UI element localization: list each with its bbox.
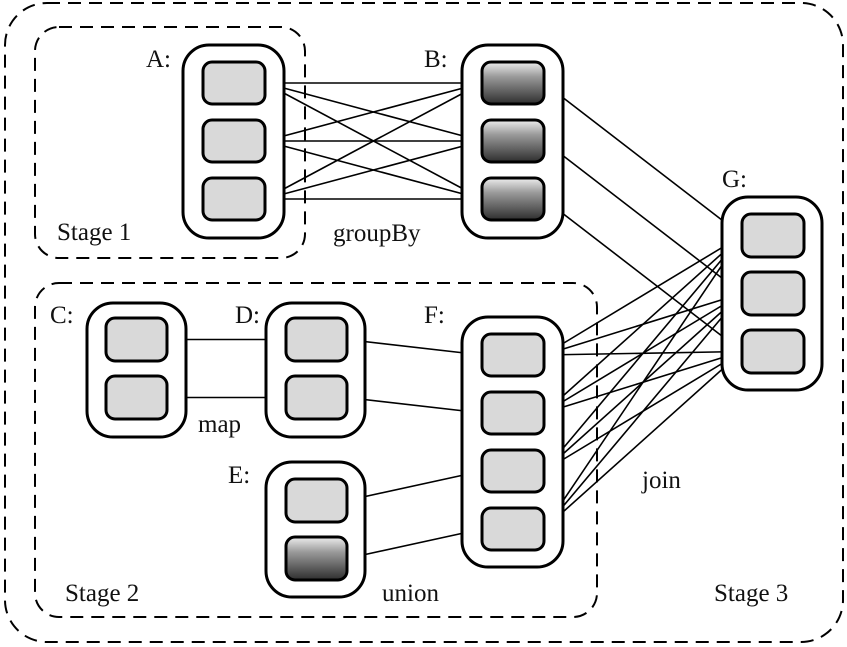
- rdd-b: [460, 43, 565, 240]
- op-label-union: union: [382, 580, 439, 607]
- partition-b-1: [480, 60, 546, 106]
- op-label-map: map: [198, 411, 241, 438]
- edge-f4-g3: [543, 350, 743, 530]
- rdd-label-b: B:: [424, 46, 448, 73]
- edge-e1-f3: [346, 470, 483, 502]
- stage2-label: Stage 2: [65, 580, 139, 607]
- partition-g-1: [740, 212, 806, 259]
- edge-a2-b1: [264, 82, 483, 142]
- partition-a-3: [201, 176, 267, 222]
- edge-f4-g1: [543, 234, 743, 530]
- partition-b-2: [480, 118, 546, 164]
- stage3-boundary: [4, 2, 844, 643]
- partition-d-2: [284, 374, 349, 421]
- rdd-label-d: D:: [235, 302, 260, 329]
- op-label-join: join: [641, 467, 681, 494]
- rdd-f: [460, 315, 565, 569]
- op-label-groupby: groupBy: [333, 220, 421, 247]
- partition-g-2: [740, 270, 806, 317]
- partition-f-1: [480, 332, 546, 378]
- edge-f2-g1: [543, 234, 743, 414]
- partition-e-2: [284, 535, 349, 582]
- edge-e2-f4: [346, 528, 483, 560]
- edge-f4-g2: [543, 292, 743, 530]
- edge-f3-g1: [543, 234, 743, 472]
- rdd-label-c: C:: [50, 302, 74, 329]
- partition-a-1: [201, 60, 267, 106]
- edge-b2-g2: [543, 140, 743, 295]
- edge-f1-g1: [543, 234, 743, 356]
- rdd-g: [720, 195, 824, 392]
- partition-b-3: [480, 176, 546, 222]
- rdd-label-g: G:: [722, 166, 747, 193]
- partition-e-1: [284, 477, 349, 524]
- stage1-boundary: [34, 26, 306, 259]
- rdd-c: [85, 301, 188, 439]
- partition-f-3: [480, 448, 546, 494]
- edge-d1-f1: [346, 338, 483, 357]
- edge-b1-g1: [543, 82, 743, 237]
- partition-d-1: [284, 316, 349, 363]
- rdd-a: [181, 43, 286, 240]
- rdd-label-e: E:: [228, 462, 250, 489]
- edge-a3-b2: [264, 140, 483, 200]
- edge-a3-b1: [264, 82, 483, 200]
- partition-f-2: [480, 390, 546, 436]
- edge-d2-f2: [346, 396, 483, 415]
- partition-c-1: [104, 316, 169, 363]
- rdd-e: [264, 460, 367, 599]
- rdd-layer: [85, 43, 824, 599]
- partition-g-3: [740, 328, 806, 375]
- rdd-d: [264, 301, 367, 439]
- partition-a-2: [201, 118, 267, 164]
- rdd-label-a: A:: [146, 46, 171, 73]
- edge-b3-g3: [543, 198, 743, 353]
- rdd-label-f: F:: [424, 302, 445, 329]
- partition-f-4: [480, 506, 546, 552]
- stage1-label: Stage 1: [57, 219, 131, 246]
- partition-c-2: [104, 374, 169, 421]
- rdd-container-f: [460, 315, 565, 569]
- stage3-label: Stage 3: [714, 580, 788, 607]
